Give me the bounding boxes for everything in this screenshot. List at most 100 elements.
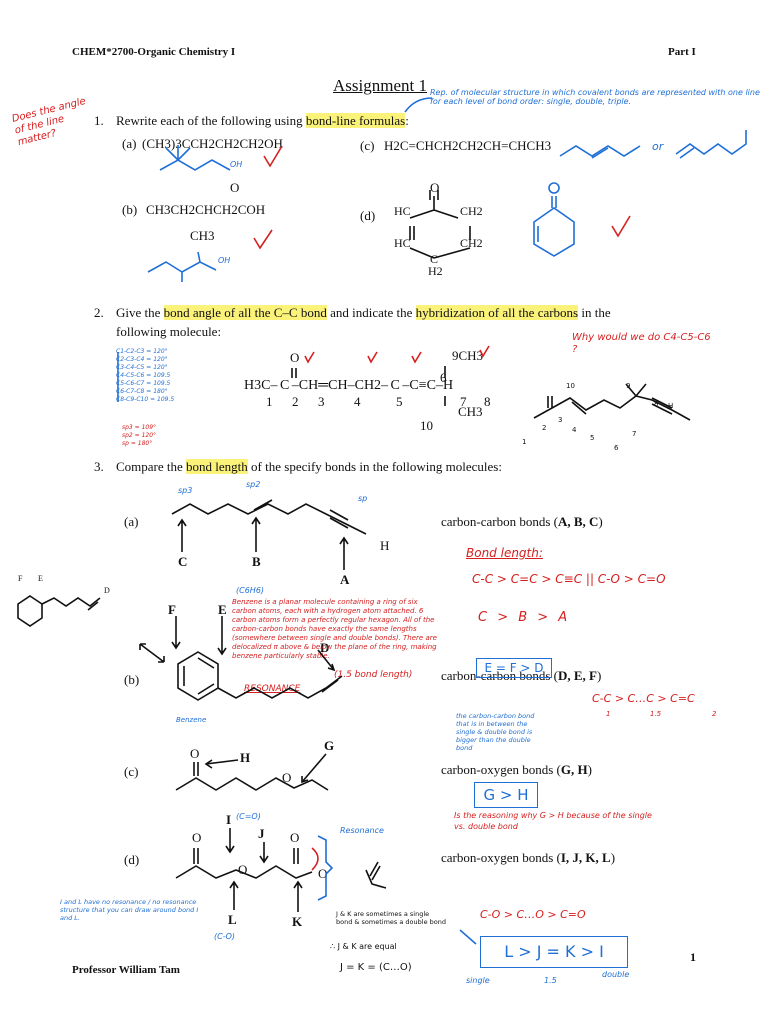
- angle-row: C2-C3-C4 = 120°: [116, 356, 168, 363]
- q2-num-6: 6: [440, 370, 447, 385]
- arrow-label-h: H: [240, 750, 251, 765]
- bl-num-2: 2: [542, 424, 547, 432]
- q1d-c: C: [430, 252, 439, 266]
- q2-prompt: Give the bond angle of all the C–C bond …: [116, 305, 611, 320]
- jk-eq2: J = K = (C…O): [340, 962, 412, 973]
- q1b-formula: CH3CH2CHCH2COH: [146, 202, 266, 217]
- q3a-label: (a): [124, 514, 139, 529]
- bl-num-4: 4: [572, 426, 577, 434]
- course-title: CHEM*2700-Organic Chemistry I: [72, 46, 236, 58]
- benzene-caption: Benzene: [176, 716, 207, 724]
- q1b-branch: CH3: [190, 228, 215, 243]
- bond-length-title: Bond length:: [466, 546, 543, 560]
- q2-bot-ch3: CH3: [458, 404, 483, 419]
- arrow-j: [259, 842, 269, 864]
- side-e: E: [38, 574, 43, 583]
- q1b-carbonyl-o: O: [230, 180, 240, 195]
- hyb-sp3: sp3: [178, 486, 193, 495]
- q3b-label: (b): [124, 672, 140, 687]
- angle-row: C4-C5-C6 = 109.5: [116, 372, 171, 379]
- q2-bond-line: [533, 383, 691, 421]
- q1d-bond-line: [533, 196, 575, 257]
- arrow-f: [171, 616, 181, 650]
- q1a-oh: OH: [230, 160, 243, 169]
- q1d-ring: [409, 190, 471, 259]
- gh-note: Is the reasoning why G > H because of th…: [454, 811, 652, 831]
- q1b-bond-line: [147, 251, 217, 282]
- resonance-bracket: [317, 835, 334, 901]
- q3d-desc: carbon-oxygen bonds (I, J, K, L): [441, 850, 616, 865]
- arrow-label-c: C: [178, 554, 188, 569]
- final-box-arrow: [459, 929, 477, 945]
- cc-num-1: 1: [606, 710, 611, 718]
- bl-num-10: 10: [566, 382, 575, 390]
- c6h6-label: (C6H6): [236, 586, 265, 595]
- part-label: Part I: [668, 46, 696, 58]
- final-single: single: [466, 976, 490, 985]
- arrow-label-a: A: [340, 572, 350, 587]
- arrow-e: [217, 616, 227, 656]
- arrow-i: [225, 828, 235, 854]
- q3c-ether-o: O: [282, 770, 292, 785]
- hyb-key-row: sp3 = 109°: [122, 424, 157, 431]
- side-d: D: [104, 586, 110, 595]
- q3c-o: O: [190, 746, 200, 761]
- q1-prompt: Rewrite each of the following using bond…: [116, 113, 409, 128]
- or-text: or: [652, 140, 664, 153]
- bl-num-7: 7: [632, 430, 637, 438]
- q3b-desc: carbon-carbon bonds (D, E, F): [441, 668, 602, 683]
- terminal-h-a: H: [380, 538, 390, 553]
- q1d-ch2a: CH2: [460, 204, 483, 218]
- q3b-terminal-double: [321, 679, 339, 693]
- arrow-label-d: D: [320, 640, 330, 655]
- q2-num-4: 4: [354, 394, 361, 409]
- angle-row: C6-C7-C8 = 180°: [116, 388, 168, 395]
- arrow-label-e: E: [218, 602, 227, 617]
- arrow-b: [251, 516, 261, 552]
- footer-professor: Professor William Tam: [72, 964, 180, 976]
- q3d-o4: O: [318, 866, 328, 881]
- arrow-label-k: K: [292, 914, 303, 929]
- q1-number: 1.: [94, 113, 104, 128]
- q3a-desc: carbon-carbon bonds (A, B, C): [441, 514, 603, 529]
- q3c-desc: carbon-oxygen bonds (G, H): [441, 762, 592, 777]
- arrow-h: [204, 759, 239, 769]
- efd-box: E = F > D: [476, 658, 552, 678]
- q2-bot-num: 10: [420, 418, 433, 433]
- arrow-label-g: G: [324, 738, 335, 753]
- co-order: C-O > C…O > C=O: [480, 908, 586, 921]
- arrow-label-i: I: [226, 812, 232, 827]
- q3d-label: (d): [124, 852, 140, 867]
- benzene-note: Benzene is a planar molecule containing …: [232, 598, 437, 660]
- bond-length-order-1: C-C > C=C > C≡C || C-O > C=O: [472, 572, 666, 586]
- jk-note: J & K are sometimes a single bond & some…: [336, 910, 446, 926]
- q1d-o: O: [430, 180, 440, 195]
- q2-num-1: 1: [266, 394, 273, 409]
- page-number: 1: [690, 950, 696, 964]
- arrow-d: [317, 649, 336, 672]
- note-bond-line-definition: Rep. of molecular structure in which cov…: [430, 88, 760, 106]
- q3d-o1: O: [192, 830, 202, 845]
- q2-chain: H3C– C –CH═CH–CH2– C –C≡C–H: [244, 378, 454, 393]
- q2-angle-list: C1-C2-C3 = 120° C2-C3-C4 = 120° C3-C4-C5…: [116, 348, 186, 404]
- q1d-hc2: HC: [394, 236, 411, 250]
- resonance-structure: [365, 861, 387, 889]
- q1d-hc1: HC: [394, 204, 411, 218]
- bl-num-8: 8: [654, 400, 659, 408]
- q1c-bond-line-2: [675, 130, 747, 159]
- q1d-h2: H2: [428, 264, 443, 278]
- side-benzene: [17, 595, 101, 627]
- angle-row: C1-C2-C3 = 120°: [116, 348, 168, 355]
- side-f: F: [18, 574, 23, 583]
- q2-top-ch3: 9CH3: [452, 348, 484, 363]
- angle-row: C5-C6-C7 = 109.5: [116, 380, 171, 387]
- final-15: 1.5: [544, 976, 557, 985]
- q2-prompt-line2: following molecule:: [116, 324, 222, 339]
- q1d-check: [611, 215, 631, 238]
- q2-num-8: 8: [484, 394, 491, 409]
- q3b-benzene: [177, 651, 219, 701]
- hyb-sp: sp: [358, 494, 368, 503]
- resonance-curved-arrow: [311, 847, 319, 871]
